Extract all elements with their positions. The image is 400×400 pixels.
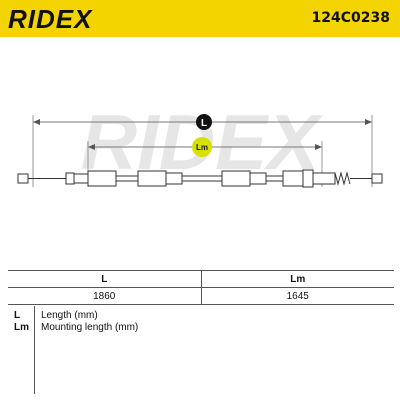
brake-cable <box>17 169 383 188</box>
cable-drawing: RIDEX L Lm <box>0 37 400 267</box>
table-header-Lm: Lm <box>200 270 394 288</box>
legend: L Lm Length (mm) Mounting length (mm) <box>8 306 394 394</box>
table-header-L: L <box>8 270 201 288</box>
dimension-L: L <box>32 114 373 187</box>
table-header-row: L Lm <box>8 270 394 288</box>
legend-divider <box>34 306 35 394</box>
label-Lm: Lm <box>196 143 208 152</box>
legend-desc-Lm: Mounting length (mm) <box>41 322 139 333</box>
label-L: L <box>201 118 207 129</box>
legend-key-Lm: Lm <box>14 322 29 333</box>
legend-key-L: L <box>14 310 21 321</box>
part-number: 124C0238 <box>311 10 390 26</box>
legend-desc-L: Length (mm) <box>41 310 98 321</box>
header-bar: RIDEX 124C0238 <box>0 0 400 37</box>
brand-logo: RIDEX <box>8 4 93 34</box>
table-value-Lm: 1645 <box>200 287 394 305</box>
table-value-L: 1860 <box>8 287 201 305</box>
legend-descriptions: Length (mm) Mounting length (mm) <box>41 310 138 334</box>
legend-keys: L Lm <box>14 310 34 334</box>
dimensions-table: L Lm 1860 1645 <box>8 270 394 305</box>
table-row: 1860 1645 <box>8 287 394 305</box>
